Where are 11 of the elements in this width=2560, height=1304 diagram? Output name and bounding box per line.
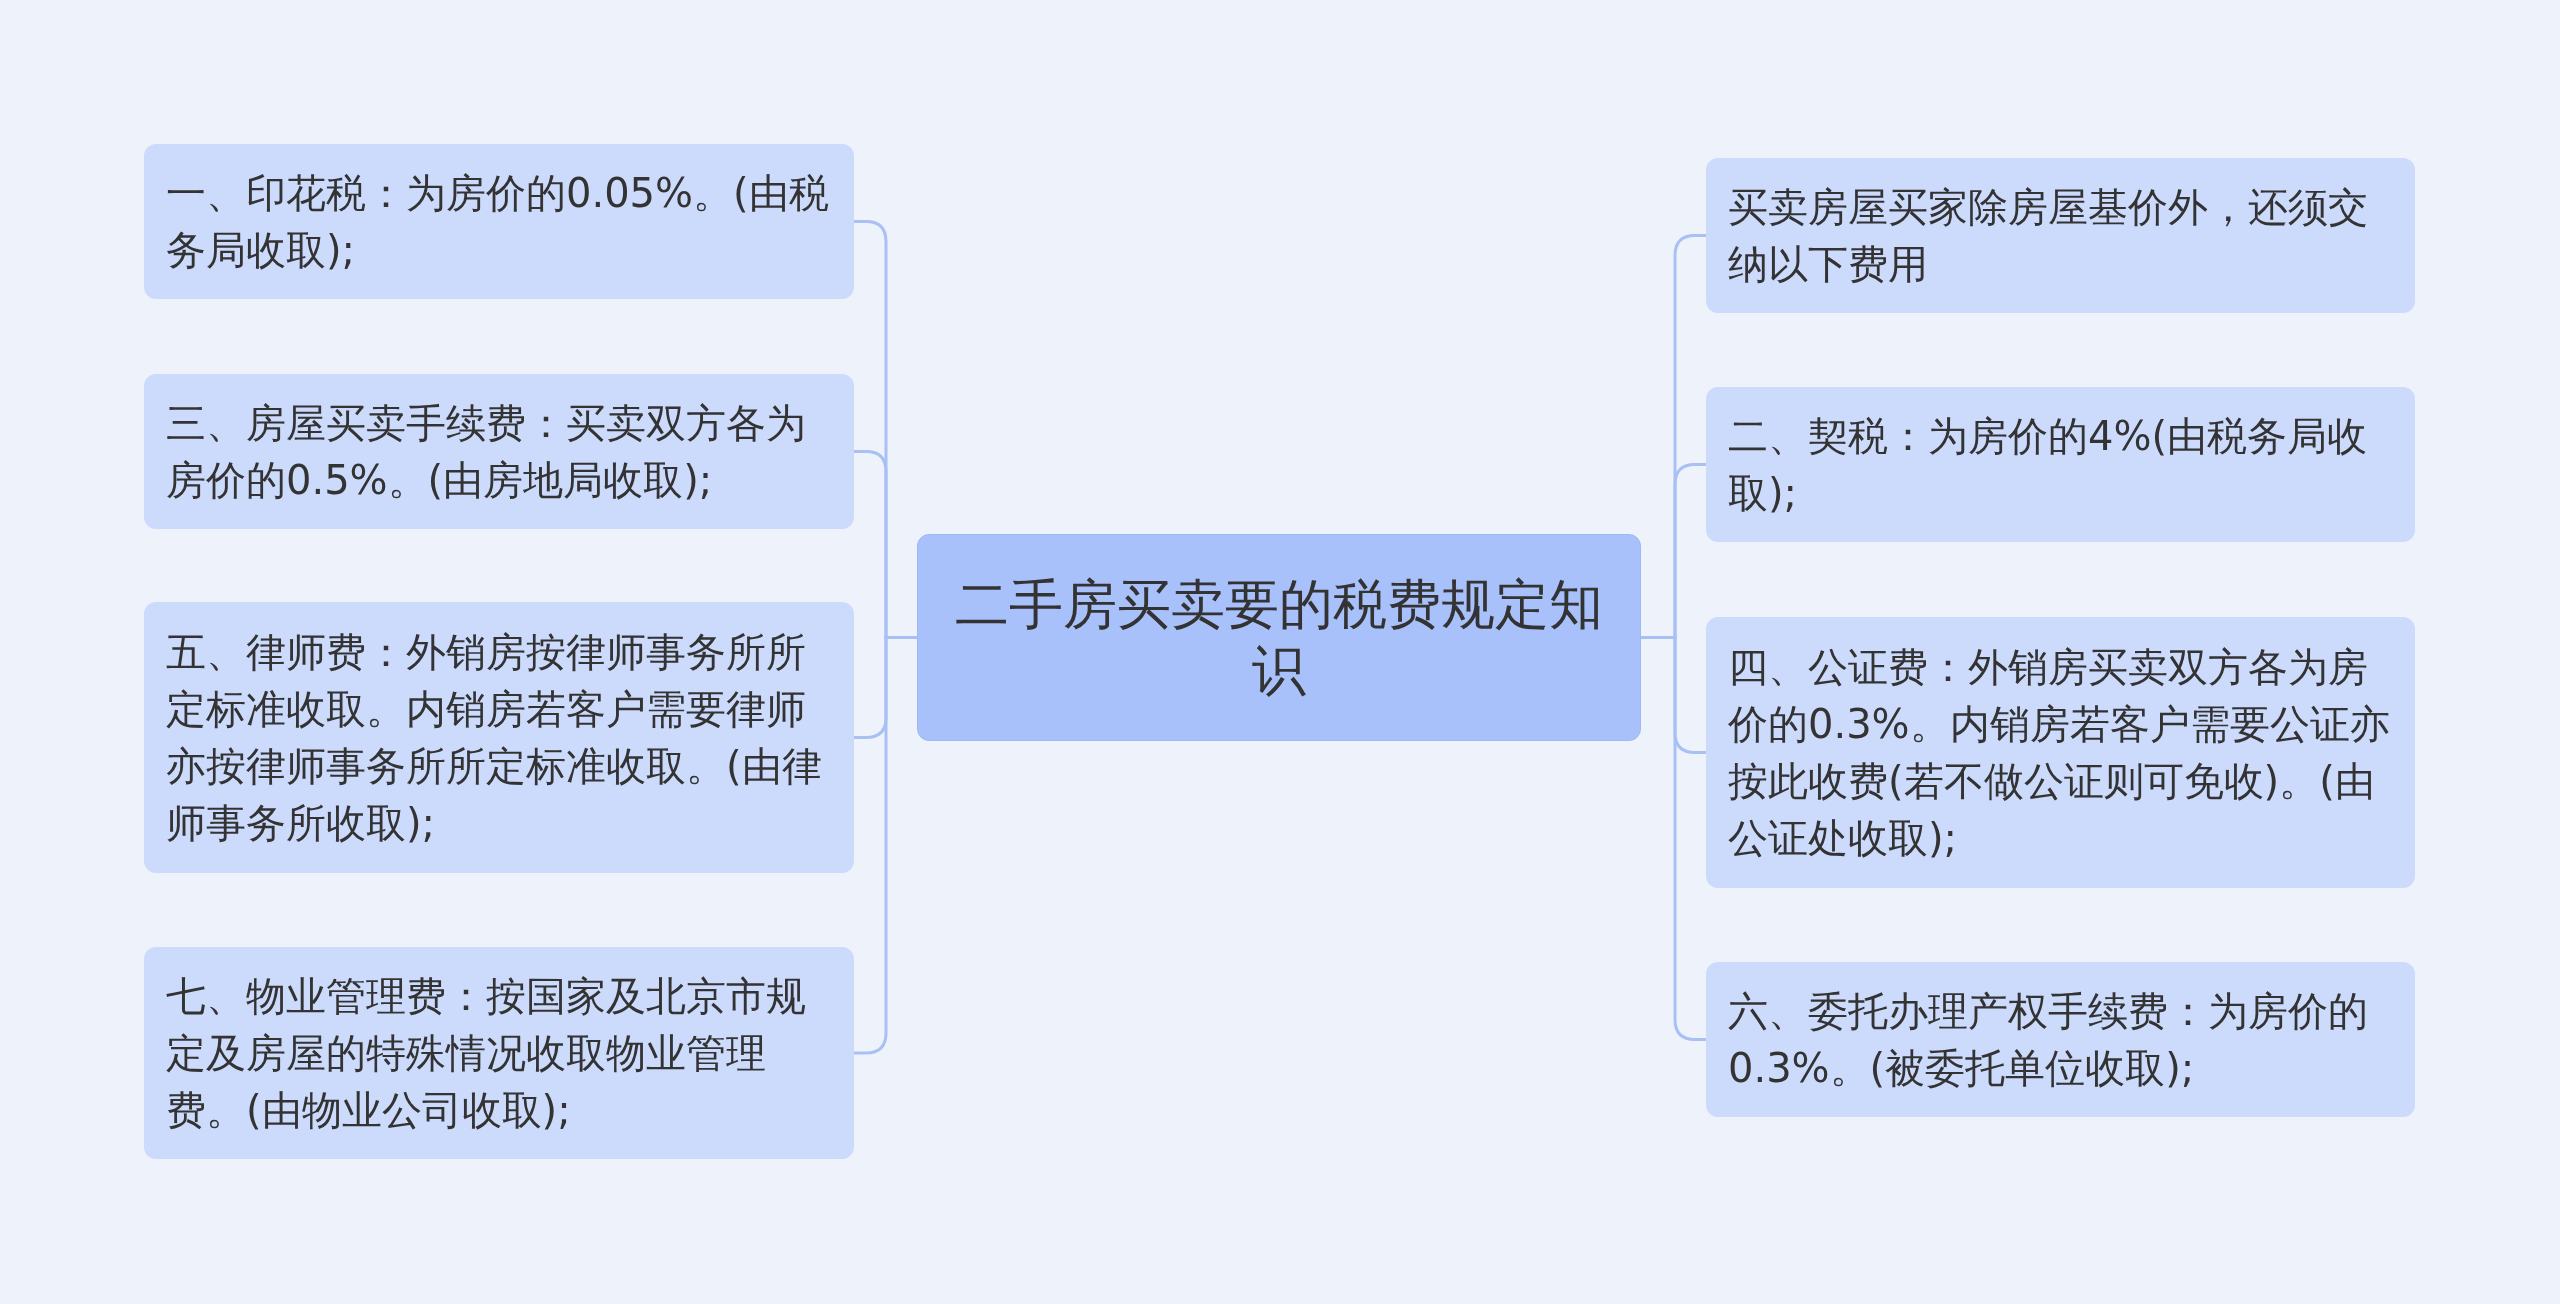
branch-box: 一、印花税：为房价的0.05%。(由税务局收取); [144,144,854,299]
connector-line [854,636,917,1055]
branch-box: 六、委托办理产权手续费：为房价的0.3%。(被委托单位收取); [1706,962,2415,1117]
connector-line [1641,636,1706,1041]
branch-box: 二、契税：为房价的4%(由税务局收取); [1706,387,2415,542]
branch-box: 五、律师费：外销房按律师事务所所定标准收取。内销房若客户需要律师亦按律师事务所所定标准收取。(由律师事务所收取); [144,602,854,873]
topic-box: 二手房买卖要的税费规定知识 [917,534,1641,741]
branch-box: 四、公证费：外销房买卖双方各为房价的0.3%。内销房若客户需要公证亦按此收费(若不做公证则可免收)。(由公证处收取); [1706,617,2415,888]
branch-box: 买卖房屋买家除房屋基价外，还须交纳以下费用 [1706,158,2415,313]
branch-box: 七、物业管理费：按国家及北京市规定及房屋的特殊情况收取物业管理费。(由物业公司收取); [144,947,854,1159]
branch-box: 三、房屋买卖手续费：买卖双方各为房价的0.5%。(由房地局收取); [144,374,854,529]
